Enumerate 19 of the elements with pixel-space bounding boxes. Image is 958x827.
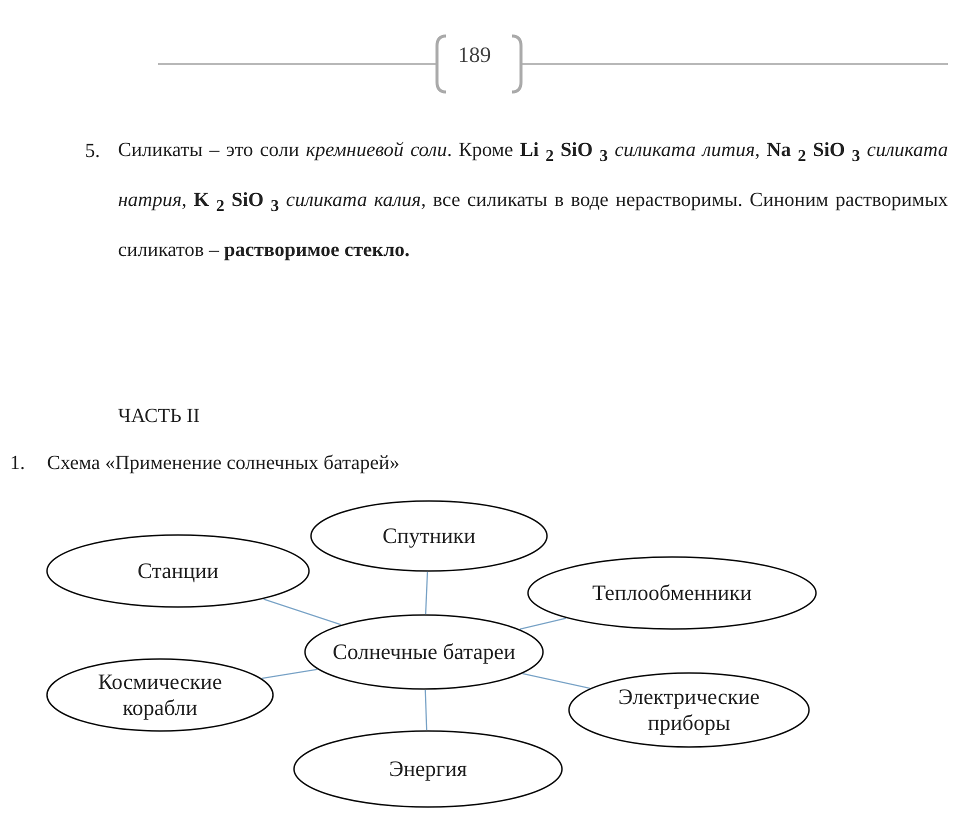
connector-line	[522, 672, 590, 689]
ellipse-node: Космические корабли	[46, 658, 274, 732]
connector-line	[425, 572, 428, 614]
diagram-title: Схема «Применение солнечных батарей»	[47, 452, 400, 475]
section-heading: ЧАСТЬ II	[118, 405, 200, 428]
connector-line	[263, 598, 342, 626]
ellipse-node: Станции	[46, 534, 310, 608]
item-number: 5.	[85, 139, 100, 164]
ellipse-node: Энергия	[293, 730, 563, 808]
connector-line	[262, 668, 318, 680]
connector-line	[424, 690, 428, 730]
ellipse-node: Спутники	[310, 500, 548, 572]
connector-line	[520, 618, 566, 630]
ellipse-node: Теплообменники	[527, 556, 817, 630]
item-number: 1.	[10, 452, 25, 475]
page-number: 189	[458, 42, 491, 68]
ellipse-node: Электрические приборы	[568, 672, 810, 748]
paragraph: Силикаты – это соли кремниевой соли. Кроме Li $_{2}$ SiO $_{3}$ силиката лития, Na $_{2}$ SiO $_{3}$ силиката натрия, K $_{2}$ SiO $_{3}$ силиката калия, все силикаты в воде нерастворимы. Синоним растворимых силикатов – растворимое стекло.	[118, 138, 948, 263]
ellipse-node: Солнечные батареи	[304, 614, 544, 690]
